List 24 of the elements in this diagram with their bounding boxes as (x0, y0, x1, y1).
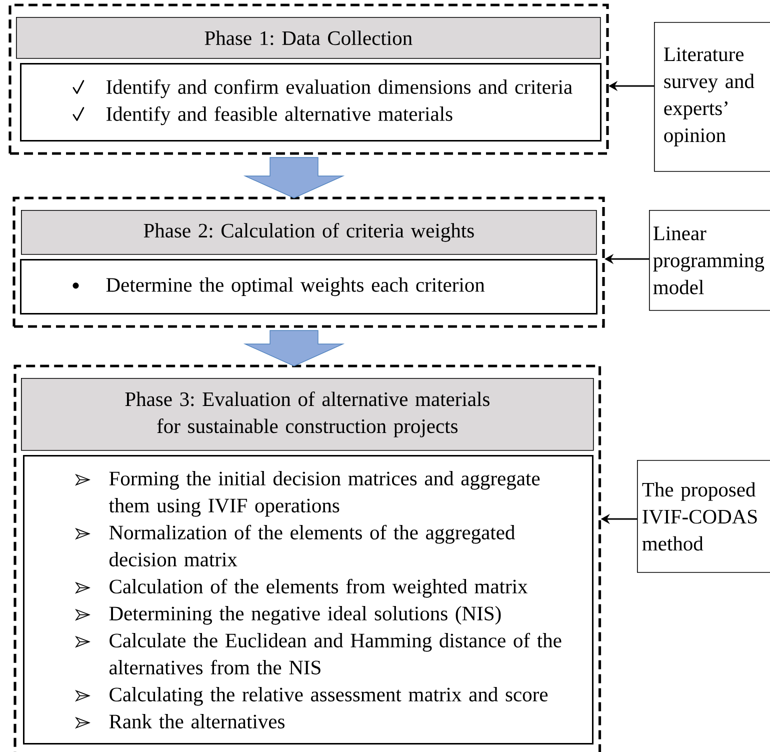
source-box: Linear programming model (649, 210, 770, 311)
block-arrow (243, 330, 345, 366)
list-item: Calculation of the elements from weighted matrix (110, 578, 528, 598)
list-box (20, 63, 602, 142)
source-box: The proposed IVIF-CODAS method (637, 460, 770, 573)
source-box: Literature survey and experts’ opinion (654, 22, 770, 172)
list-item: Determine the optimal weights each criterion (106, 277, 485, 296)
list-item: Determining the negative ideal solutions (NIS) (109, 606, 501, 625)
dashed-frame (14, 364, 602, 752)
phase-header: Phase 3: Evaluation of alternative materials for sustainable construction projects (21, 378, 594, 451)
block-arrow (243, 157, 345, 198)
dashed-frame (12, 196, 605, 328)
list-item: Forming the initial decision matrices and aggregate them using IVIF operations (108, 471, 540, 517)
list-item: Identify and confirm evaluation dimensions and criteria (106, 79, 572, 98)
phase-header: Phase 1: Data Collection (16, 17, 601, 59)
list-box (23, 455, 594, 744)
list-item: Normalization of the elements of the aggregated decision matrix (109, 524, 515, 566)
dashed-frame (8, 4, 609, 155)
list-item: Calculating the relative assessment matrix and score (110, 687, 548, 706)
list-item: Identify and feasible alternative materials (106, 106, 452, 126)
phase-header: Phase 2: Calculation of criteria weights (21, 210, 597, 255)
list-item: Calculate the Euclidean and Hamming distance of the alternatives from the NIS (109, 632, 562, 674)
list-item: Rank the alternatives (109, 714, 284, 728)
list-box (20, 259, 598, 314)
